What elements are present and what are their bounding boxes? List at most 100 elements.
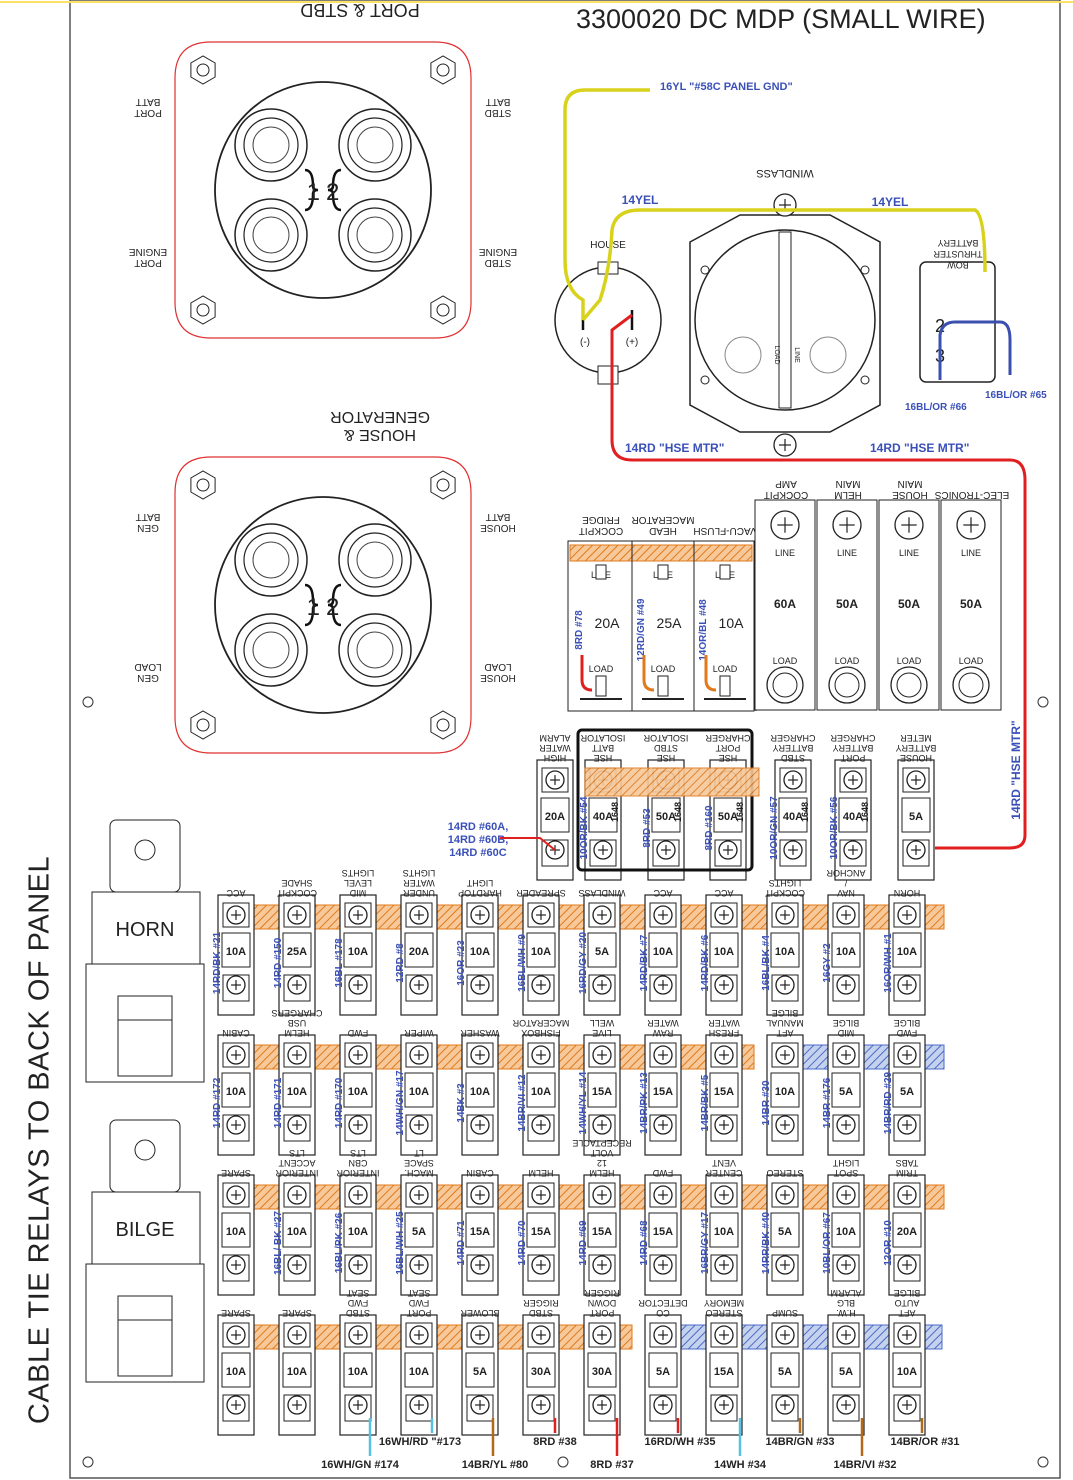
mount-hole (82, 1456, 94, 1468)
switch-pos-2: 2 (326, 594, 339, 621)
fuse-name: ACC (226, 888, 246, 898)
fuse-amp: 10A (348, 1086, 368, 1098)
fuse-name: CBN (348, 1158, 367, 1168)
fuse-body (838, 797, 868, 833)
breaker-name: AMP (775, 478, 797, 489)
fuse-amp: 10A (348, 1366, 368, 1378)
breaker-name: HOUSE (892, 489, 928, 500)
fuse-name: ISOLATOR (580, 733, 625, 743)
mount-bolt-hole (436, 718, 450, 732)
terminal-label: STBD (485, 107, 512, 118)
fuse-body (648, 932, 678, 968)
fuse-name: COCKPIT (277, 888, 318, 898)
fuse-name: LIGHTS (342, 868, 375, 878)
fuse-body (282, 1072, 312, 1108)
fuse-amp: 20A (545, 811, 565, 823)
fuse-name: HIGH (544, 753, 567, 763)
fuse-body (587, 932, 617, 968)
fuse-name: INTERIOR (275, 1168, 319, 1178)
fuse-name: BATTERY (833, 743, 874, 753)
fuse-name: SPREADER (516, 888, 566, 898)
load-stud-ring (834, 672, 860, 698)
fuse-amp: 40A (783, 811, 803, 823)
breaker-name: VACU-FLUSH (693, 525, 756, 536)
fuse-body (709, 1072, 739, 1108)
fuse-amp: 5A (839, 1086, 853, 1098)
fuse-name: HSE (719, 753, 738, 763)
fuse-body (588, 797, 618, 833)
fuse-body (831, 1212, 861, 1248)
fuse-name: WATER (647, 1018, 679, 1028)
fuse-amp: 10A (226, 1366, 246, 1378)
breaker-name: HELM (834, 489, 862, 500)
fuse-name: FWD (652, 1168, 673, 1178)
fuse-body (526, 1072, 556, 1108)
fuse-body (892, 1352, 922, 1388)
fuse-amp: 20A (897, 1226, 917, 1238)
wire (500, 837, 556, 851)
fuse-side-label: 1648 (800, 802, 810, 822)
fuse-name: CHARGERS (271, 1008, 322, 1018)
fuse-wire-label: 14RR/BK #40 (761, 1211, 772, 1274)
fuse-name: MANUAL (766, 1018, 804, 1028)
fuse-amp: 10A (714, 946, 734, 958)
fuse-body (778, 797, 808, 833)
fuse-name: STBD (529, 1308, 554, 1318)
charger-box (576, 728, 754, 872)
fuse-name: HELM (284, 1028, 309, 1038)
fuse-name: HOUSE (900, 753, 932, 763)
wire-label: 8RD #78 (574, 610, 585, 650)
fuse-body (343, 1212, 373, 1248)
fuse-body (540, 797, 570, 833)
fuse-name: HSE (657, 753, 676, 763)
fuse-wire-label: 16BL/WH #25 (395, 1211, 406, 1275)
fuse-amp: 10A (775, 946, 795, 958)
fuse-name: WATER (403, 878, 435, 888)
line-label: LINE (837, 548, 857, 558)
fuse-amp: 10A (531, 1086, 551, 1098)
fuse-amp: 15A (531, 1226, 551, 1238)
bottom-wire-label: 14WH #34 (714, 1459, 767, 1471)
terminal-label: PORT (134, 257, 162, 268)
fuse-body (465, 1352, 495, 1388)
terminal-stud-core (356, 126, 394, 164)
terminal-label: ENGINE (129, 246, 168, 257)
terminal-label: ENGINE (479, 246, 518, 257)
fuse-wire-label: 14BR/VI #12 (517, 1074, 528, 1132)
fuse-body (770, 1072, 800, 1108)
fuse-name: INTERIOR (336, 1168, 380, 1178)
terminal-2-label: 2 (935, 316, 945, 336)
fuse-name: SPARE (221, 1168, 251, 1178)
fuse-name: BATTERY (773, 743, 814, 753)
line-lug (719, 564, 731, 580)
fuse-name: HELM (528, 1168, 553, 1178)
fuse-amp: 5A (473, 1366, 487, 1378)
fuse-amp: 10A (470, 1086, 490, 1098)
wire-label: 14OR/BL #48 (698, 599, 709, 661)
fuse-amp: 10A (348, 1226, 368, 1238)
mount-bolt-hole (196, 478, 210, 492)
mount-hole (1037, 1456, 1049, 1468)
fuse-name: FWD (347, 1028, 368, 1038)
breaker-name: COCKPIT (579, 525, 623, 536)
relay-label-box (91, 891, 201, 965)
fuse-amp: 10A (714, 1226, 734, 1238)
fuse-name: TRIM (896, 1168, 918, 1178)
fuse-wire-label: 14RD #70 (517, 1220, 528, 1265)
fuse-side-label: 1648 (860, 802, 870, 822)
